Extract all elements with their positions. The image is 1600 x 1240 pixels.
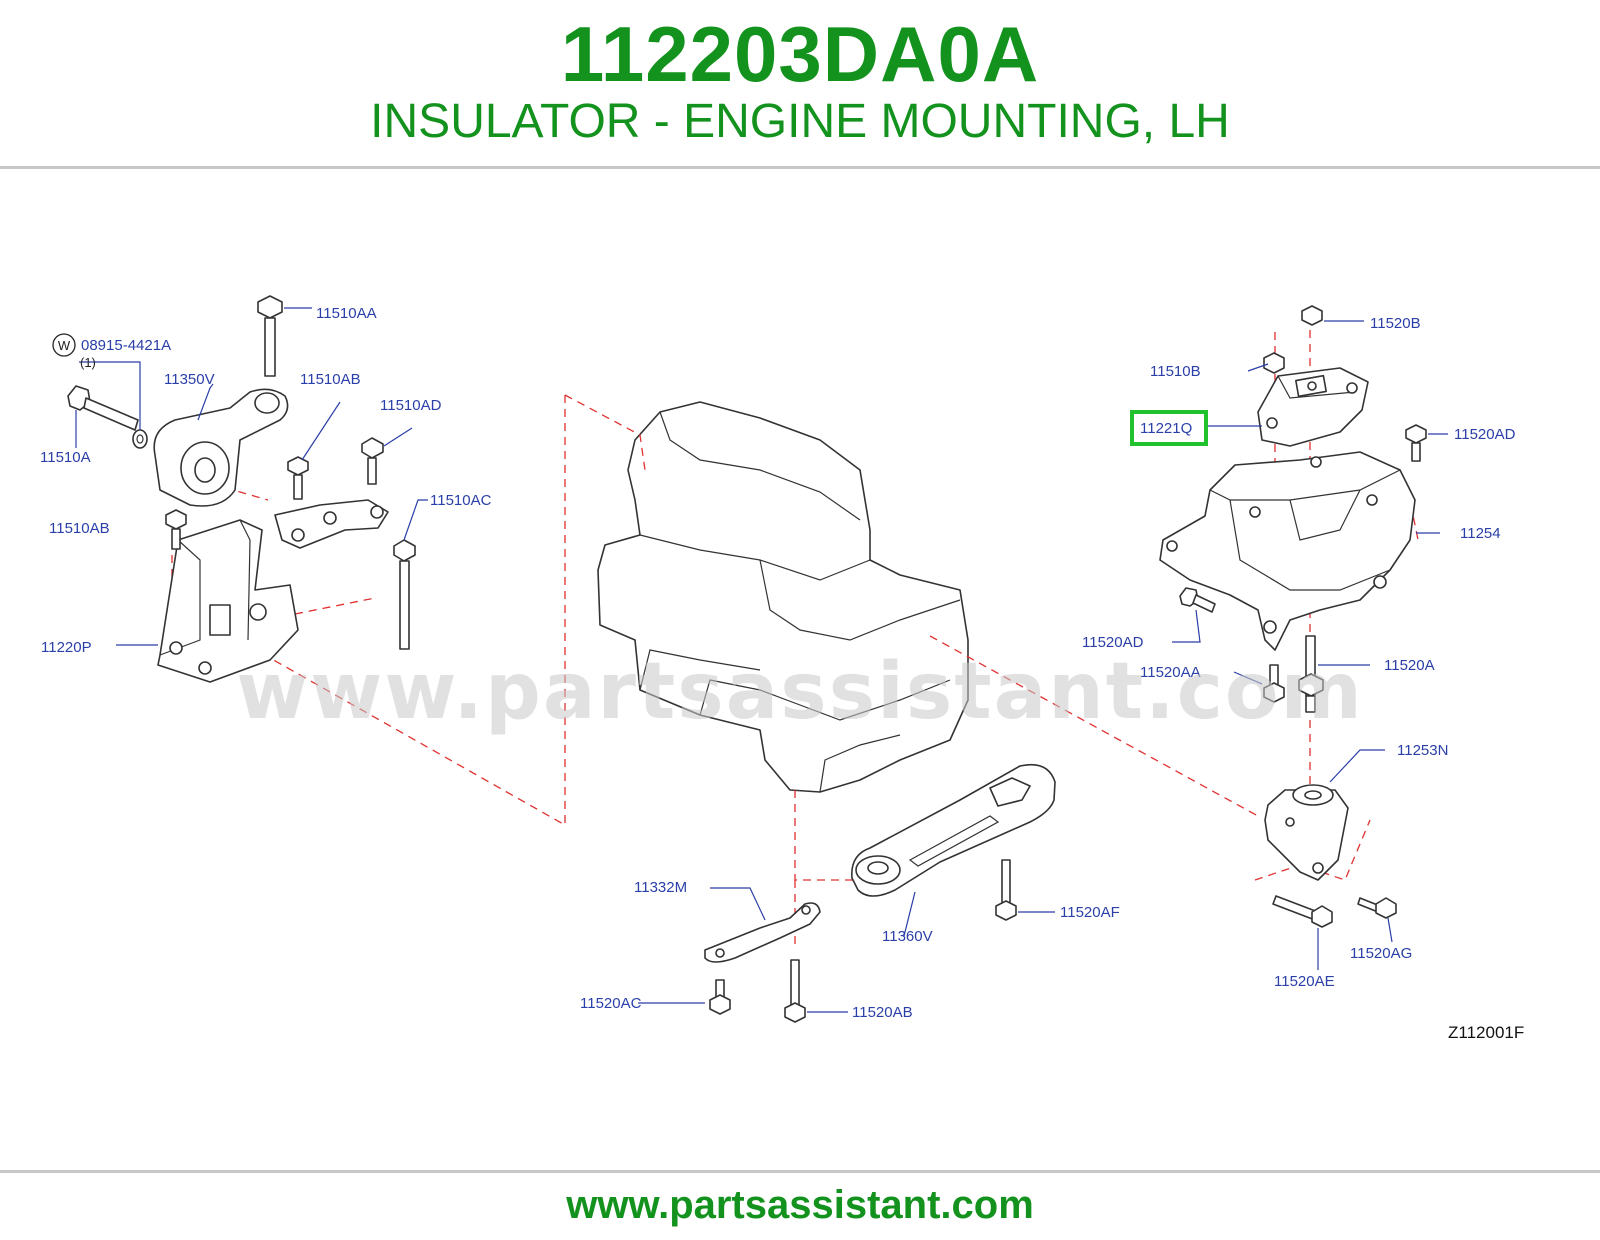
bolt-11510AD xyxy=(361,437,384,485)
label-11520AC[interactable]: 11520AC xyxy=(580,995,642,1012)
engine-mount-bracket-11254 xyxy=(1159,451,1416,651)
part-labels: 11510AA 08915-4421A (1) 11350V 11510AB 1… xyxy=(40,305,1516,1021)
label-11350V[interactable]: 11350V xyxy=(164,371,215,388)
label-11520AF[interactable]: 11520AF xyxy=(1060,904,1120,921)
label-11520AA[interactable]: 11520AA xyxy=(1140,664,1201,681)
header-divider xyxy=(0,166,1600,169)
bolt-11510AB-left xyxy=(165,509,187,550)
label-11510AB-top[interactable]: 11510AB xyxy=(300,371,361,388)
bolt-11520AF xyxy=(995,859,1017,921)
label-11510AA[interactable]: 11510AA xyxy=(316,305,377,322)
bracket-11332M xyxy=(704,902,821,963)
washer-08915-4421A xyxy=(132,429,148,449)
bolt-11510AC xyxy=(393,539,416,650)
label-08915-4421A[interactable]: 08915-4421A xyxy=(81,337,171,354)
bolt-11510AB-top xyxy=(287,456,309,500)
label-11520AB[interactable]: 11520AB xyxy=(852,1004,913,1021)
selected-part-highlight xyxy=(1130,410,1208,446)
label-11220P[interactable]: 11220P xyxy=(41,639,92,656)
label-11253N[interactable]: 11253N xyxy=(1397,742,1448,759)
part-number-title: 112203DA0A xyxy=(560,10,1040,98)
part-description: INSULATOR - ENGINE MOUNTING, LH xyxy=(370,95,1230,148)
bolt-11520AE xyxy=(1272,895,1333,928)
mounting-insulator-11221Q xyxy=(1257,367,1369,447)
label-11360V[interactable]: 11360V xyxy=(882,928,933,945)
bolt-11510AA xyxy=(257,295,283,377)
label-11510A[interactable]: 11510A xyxy=(40,449,91,466)
bolt-11520AG xyxy=(1357,897,1397,919)
watermark-text: www.partsassistant.com xyxy=(236,647,1364,737)
bolt-11520AD-left xyxy=(1179,587,1216,613)
bolt-11520AB xyxy=(784,959,806,1023)
label-11520B[interactable]: 11520B xyxy=(1370,315,1421,332)
nut-11510B xyxy=(1263,352,1285,374)
nut-11520B xyxy=(1301,305,1323,326)
page-header: 112203DA0A INSULATOR - ENGINE MOUNTING, … xyxy=(0,0,1600,168)
label-08915-quantity: (1) xyxy=(80,355,96,370)
footer-url[interactable]: www.partsassistant.com xyxy=(566,1183,1034,1227)
bracket-arm xyxy=(274,499,389,549)
label-11510AC[interactable]: 11510AC xyxy=(430,492,492,509)
label-11254[interactable]: 11254 xyxy=(1460,525,1501,542)
label-11520AD-left[interactable]: 11520AD xyxy=(1082,634,1144,651)
rear-mounting-insulator-11350V xyxy=(153,388,289,507)
torque-rod-11360V xyxy=(851,763,1056,897)
label-11332M[interactable]: 11332M xyxy=(634,879,687,896)
bolt-11520AA xyxy=(1263,664,1285,703)
label-11520AE[interactable]: 11520AE xyxy=(1274,973,1335,990)
engine-mount-bracket-11220P xyxy=(157,519,299,683)
engine-block-illustration xyxy=(597,401,969,793)
label-11510AB-left[interactable]: 11510AB xyxy=(49,520,110,537)
label-11221Q[interactable]: 11221Q xyxy=(1140,420,1192,437)
washer-mark-badge: W xyxy=(52,333,76,357)
washer-mark-letter: W xyxy=(58,338,71,353)
label-11510AD[interactable]: 11510AD xyxy=(380,397,442,414)
footer-divider xyxy=(0,1170,1600,1173)
callout-leaders xyxy=(75,307,1448,1013)
bolt-11520AD-right xyxy=(1405,424,1427,462)
label-11510B[interactable]: 11510B xyxy=(1150,363,1201,380)
stud-bolt-11520A xyxy=(1298,635,1324,713)
bolt-11520AC xyxy=(709,979,731,1015)
diagram-reference-code: Z112001F xyxy=(1448,1023,1524,1042)
bracket-11253N xyxy=(1264,784,1349,881)
label-11520AD-right[interactable]: 11520AD xyxy=(1454,426,1516,443)
label-11520AG[interactable]: 11520AG xyxy=(1350,945,1412,962)
label-11520A[interactable]: 11520A xyxy=(1384,657,1435,674)
bolt-11510A xyxy=(67,385,139,431)
